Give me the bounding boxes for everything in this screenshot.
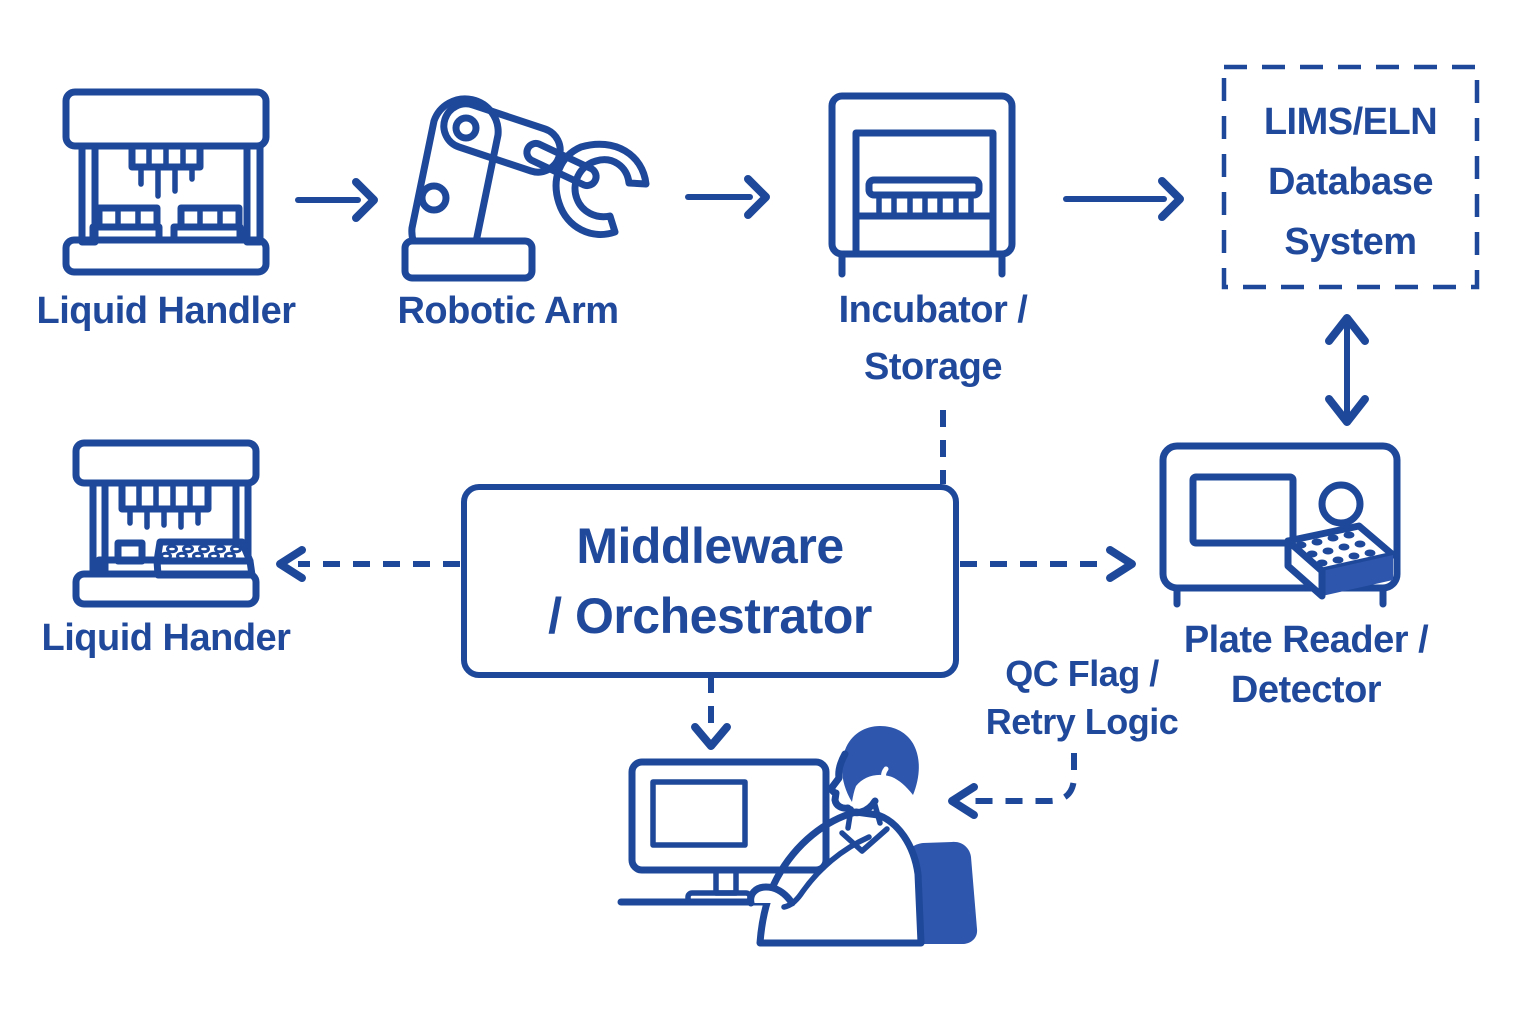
incubator-icon bbox=[828, 92, 1016, 278]
arrow-lims-platereader-bidirectional bbox=[1325, 314, 1369, 426]
person-ear bbox=[881, 766, 891, 788]
plate-reader-label: Plate Reader / Detector bbox=[1146, 615, 1466, 715]
arrow-handler-to-arm bbox=[295, 178, 378, 222]
lims-node: LIMS/ELN Database System bbox=[1224, 92, 1477, 272]
middleware-label-line1: Middleware bbox=[576, 518, 844, 574]
arrow-incubator-to-lims bbox=[1063, 177, 1184, 221]
arrow-arm-to-incubator bbox=[685, 175, 770, 219]
plate-reader-label-line2: Detector bbox=[1230, 669, 1382, 712]
monitor-screen bbox=[650, 779, 748, 848]
coat-collar bbox=[839, 826, 890, 854]
lims-node-border bbox=[1221, 64, 1480, 290]
analyst-workstation-icon bbox=[617, 726, 978, 947]
qc-flag-label-line1: QC Flag / bbox=[1005, 653, 1159, 694]
incubator-label-line2: Storage bbox=[864, 346, 1002, 388]
person-face bbox=[828, 750, 879, 817]
dashed-arrow-middleware-to-plate-reader bbox=[960, 546, 1136, 582]
robotic-arm-icon bbox=[401, 95, 650, 282]
dashed-arrow-qc-to-workstation bbox=[948, 753, 1077, 819]
middleware-node-border bbox=[461, 484, 959, 678]
liquid-hander-icon bbox=[72, 439, 260, 608]
lims-label-line1: LIMS/ELN bbox=[1263, 101, 1438, 143]
dashed-arrow-middleware-to-liquid-hander bbox=[276, 546, 460, 582]
middleware-node: Middleware / Orchestrator bbox=[464, 511, 956, 651]
person-hair bbox=[841, 726, 919, 802]
dashed-arrow-middleware-to-workstation bbox=[691, 676, 731, 750]
incubator-label: Incubator / Storage bbox=[793, 282, 1073, 396]
liquid-handler-label: Liquid Handler bbox=[36, 290, 297, 332]
liquid-handler-icon bbox=[62, 88, 270, 276]
plate-reader-icon bbox=[1159, 442, 1401, 608]
qc-flag-label-line2: Retry Logic bbox=[985, 700, 1179, 742]
liquid-hander-label: Liquid Hander bbox=[41, 617, 291, 659]
incubator-label-line1: Incubator / bbox=[838, 289, 1028, 331]
qc-flag-label: QC Flag / Retry Logic bbox=[940, 650, 1224, 746]
robotic-arm-label: Robotic Arm bbox=[397, 290, 619, 332]
lims-label-line3: System bbox=[1284, 221, 1417, 264]
lims-label-line2: Database bbox=[1268, 161, 1433, 204]
monitor-base bbox=[685, 890, 753, 905]
middleware-label-line2: / Orchestrator bbox=[548, 588, 872, 644]
plate-reader-label-line1: Plate Reader / bbox=[1183, 619, 1429, 661]
person-body bbox=[756, 808, 925, 947]
